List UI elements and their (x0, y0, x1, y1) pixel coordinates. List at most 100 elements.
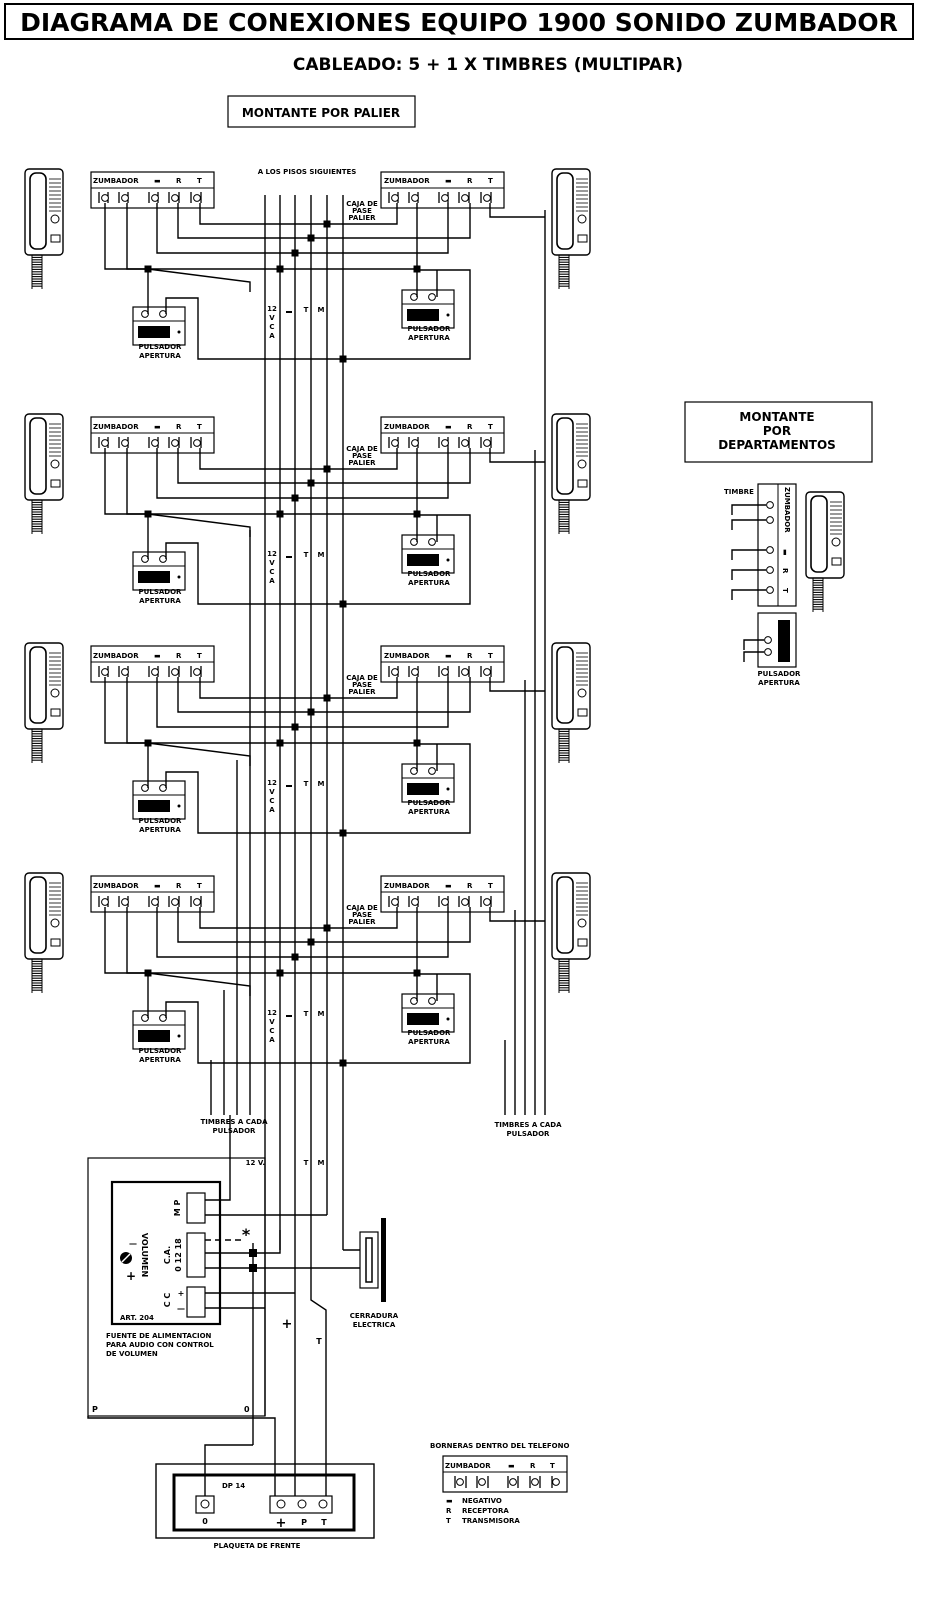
phone-button-icon (50, 918, 60, 928)
floor (24, 168, 591, 363)
junction-dot (323, 924, 331, 932)
caja-pase-label: PASE (352, 911, 372, 919)
junction-dot (291, 723, 299, 731)
asterisk-label: * (242, 1225, 251, 1244)
phone-button-icon (831, 537, 841, 547)
junction-dot (276, 265, 284, 273)
phone-icon (551, 872, 591, 993)
pulsador-button (407, 554, 439, 566)
pulsador-label: APERTURA (408, 334, 450, 342)
legend-t: T (550, 1462, 555, 1470)
terminal-zumbador-label: ZUMBADOR (93, 882, 139, 890)
phone-switch (50, 234, 61, 243)
terminal-screw-icon (483, 194, 491, 202)
riser-t-label: T (304, 780, 309, 788)
pulsador-dot (446, 1017, 450, 1021)
caja-pase-label: PASE (352, 681, 372, 689)
terminal-zumbador-label: ZUMBADOR (384, 423, 430, 431)
terminal-screw-icon (151, 194, 159, 202)
phone-handset (556, 172, 574, 250)
art-label: ART. 204 (120, 1314, 154, 1322)
junction-dot (144, 510, 152, 518)
terminal-t-label: T (197, 423, 202, 431)
terminal-zumbador-label: ZUMBADOR (93, 652, 139, 660)
power-cc-minus: — (177, 1304, 185, 1313)
legend-neg: ▬ (508, 1462, 515, 1470)
riser-v-label: A (269, 806, 275, 814)
pulsador-dot (446, 787, 450, 791)
junction-dot (323, 465, 331, 473)
wire (731, 569, 766, 580)
caja-pase-label: PALIER (348, 214, 376, 222)
volume-knob-indicator (121, 1253, 131, 1263)
riser-m-label: M (318, 780, 325, 788)
wire (147, 513, 251, 537)
terminal-r-label: R (176, 882, 182, 890)
pulsador-dot (446, 313, 450, 317)
wire (126, 677, 418, 744)
floor (24, 413, 591, 608)
floor-labels: ZUMBADOR ▬ R T ZUMBADOR ▬ R T CAJA DE PA… (93, 177, 493, 1064)
plaqueta-model: DP 14 (222, 1482, 245, 1490)
pulsador-button (407, 783, 439, 795)
terminal-block (380, 645, 505, 683)
terminal-screw-icon (391, 668, 399, 676)
pulsador-screw-icon (428, 767, 436, 775)
vertical-risers (210, 195, 546, 1250)
departamentos-detail (731, 483, 845, 668)
terminal-screw-icon (391, 898, 399, 906)
junction-dot (307, 234, 315, 242)
phone-button-icon (577, 688, 587, 698)
junction-dot (276, 739, 284, 747)
legend-r: R (530, 1462, 536, 1470)
wire (104, 907, 148, 974)
p-wire-label: P (92, 1405, 98, 1414)
terminal-screw-icon (193, 194, 201, 202)
phone-switch (577, 708, 588, 717)
riser-bottom-t-label: T (304, 1159, 309, 1167)
legend-key-t: T (446, 1517, 451, 1525)
caja-pase-label: CAJA DE (346, 445, 378, 453)
riser-v-label: A (269, 332, 275, 340)
phone-handset (810, 495, 828, 573)
riser-v-label: V (269, 314, 275, 322)
riser-v-label: 12 (267, 779, 277, 787)
pulsador-label: PULSADOR (408, 1029, 451, 1037)
terminal-r-label: R (467, 177, 473, 185)
terminal-screw-icon (411, 898, 419, 906)
dept-pulsador-label: APERTURA (758, 679, 800, 687)
power-supply: M P C.A. 0 12 18 C C + — VOLUMEN — + ART… (87, 1157, 322, 1417)
plaqueta-terminal-0: 0 (202, 1517, 208, 1526)
power-caption: DE VOLUMEN (106, 1350, 158, 1358)
terminal-neg-label: ▬ (154, 652, 161, 660)
caja-pase-label: PASE (352, 452, 372, 460)
terminal-r-label: R (467, 652, 473, 660)
caja-pase-label: PALIER (348, 688, 376, 696)
terminal-r-label: R (176, 423, 182, 431)
wire (489, 677, 545, 692)
terminal-neg-label: ▬ (445, 652, 452, 660)
floors (24, 168, 591, 1067)
wire (743, 651, 764, 662)
terminal-screw-icon (171, 898, 179, 906)
terminal-neg-label: ▬ (445, 177, 452, 185)
power-cc-label: C C (163, 1293, 172, 1308)
phone-switch (577, 938, 588, 947)
lock-caption: CERRADURA (350, 1312, 399, 1320)
terminal-screw-icon (121, 439, 129, 447)
terminal-r-label: R (176, 652, 182, 660)
montante-departamentos-line-2: POR (763, 424, 791, 438)
terminal-block (380, 416, 505, 454)
junction-dot (144, 265, 152, 273)
terminal-screw-icon (171, 439, 179, 447)
phone-handset (29, 172, 47, 250)
junction-dot (291, 494, 299, 502)
pulsador-label: APERTURA (139, 352, 181, 360)
terminal-zumbador-label: ZUMBADOR (93, 423, 139, 431)
phone-button-icon (50, 688, 60, 698)
pulsador-screw-icon (428, 538, 436, 546)
terminal-screw-icon (441, 439, 449, 447)
pulsador-button (407, 1013, 439, 1025)
legend-terminals (454, 1476, 560, 1488)
